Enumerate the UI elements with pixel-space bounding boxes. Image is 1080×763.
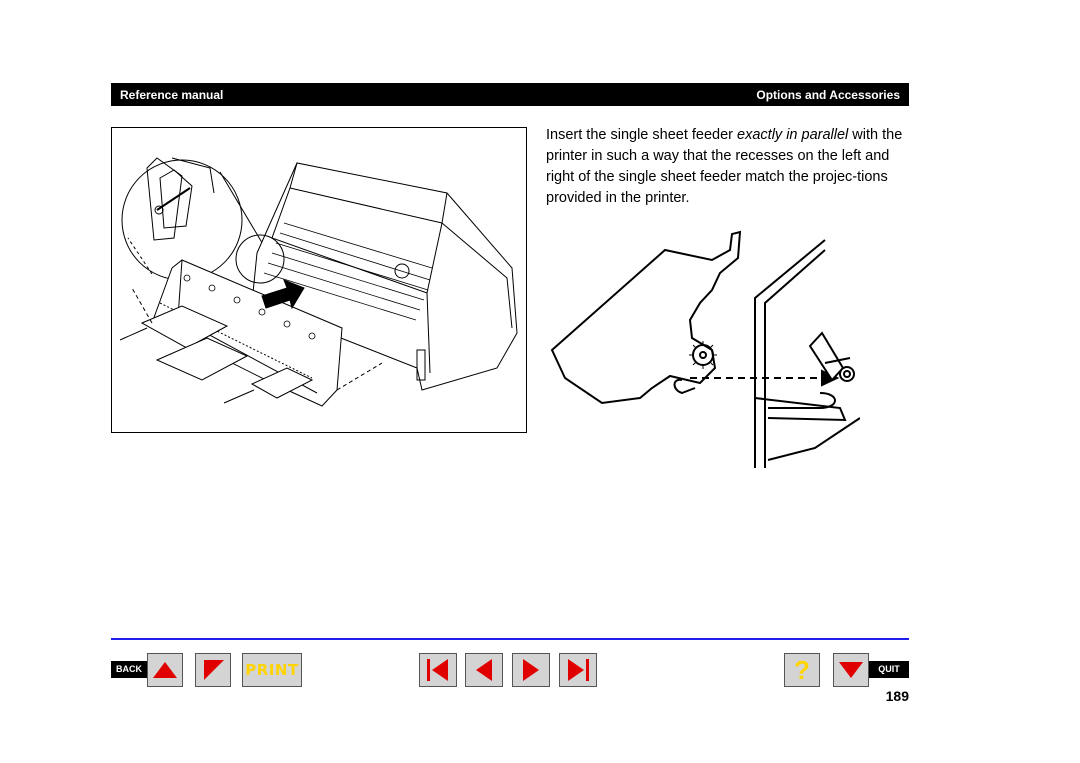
- corner-arrow-icon: [204, 660, 224, 680]
- triangle-down-icon: [839, 662, 863, 678]
- first-page-button[interactable]: [419, 653, 457, 687]
- printer-illustration: [111, 127, 527, 433]
- triangle-up-icon: [153, 662, 177, 678]
- prev-page-icon: [476, 659, 492, 681]
- alignment-detail-illustration: [550, 230, 860, 468]
- header-left-title: Reference manual: [120, 88, 224, 102]
- footer-rule: [111, 638, 909, 640]
- header-bar: Reference manual Options and Accessories: [111, 83, 909, 106]
- instruction-text-after: with the printer in such a way that the …: [546, 127, 903, 206]
- quit-button-label[interactable]: QUIT: [869, 661, 909, 678]
- print-label: PRINT: [245, 661, 299, 679]
- header-right-title: Options and Accessories: [756, 88, 900, 102]
- page-number: 189: [885, 688, 909, 704]
- next-page-icon: [523, 659, 539, 681]
- instruction-text-before: Insert the single sheet feeder: [546, 127, 738, 143]
- first-page-icon: [427, 659, 448, 681]
- next-page-button[interactable]: [512, 653, 550, 687]
- question-icon: ?: [794, 655, 810, 685]
- quit-down-button[interactable]: [833, 653, 869, 687]
- back-up-button[interactable]: [147, 653, 183, 687]
- print-button[interactable]: PRINT: [242, 653, 302, 687]
- last-page-icon: [568, 659, 589, 681]
- prev-page-button[interactable]: [465, 653, 503, 687]
- instruction-paragraph: Insert the single sheet feeder exactly i…: [546, 125, 912, 209]
- help-button[interactable]: ?: [784, 653, 820, 687]
- back-button-label[interactable]: BACK: [111, 661, 147, 678]
- back-corner-button[interactable]: [195, 653, 231, 687]
- instruction-emphasis: exactly in parallel: [737, 127, 849, 143]
- last-page-button[interactable]: [559, 653, 597, 687]
